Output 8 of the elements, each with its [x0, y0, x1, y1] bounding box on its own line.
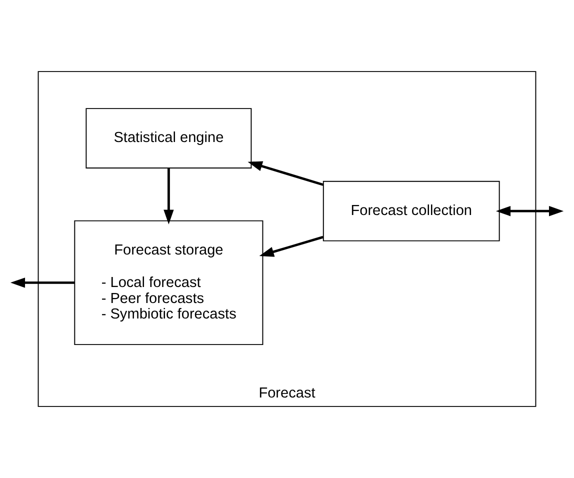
arrow: [259, 236, 324, 257]
arrow: [10, 278, 74, 288]
node-box: Forecast collection: [322, 180, 500, 242]
arrow: [496, 206, 564, 216]
arrow: [248, 161, 324, 186]
node-box: Forecast storage - Local forecast - Peer forecasts - Symbiotic forecasts: [74, 220, 264, 346]
arrow: [164, 168, 174, 224]
node-box: Statistical engine: [86, 108, 252, 168]
